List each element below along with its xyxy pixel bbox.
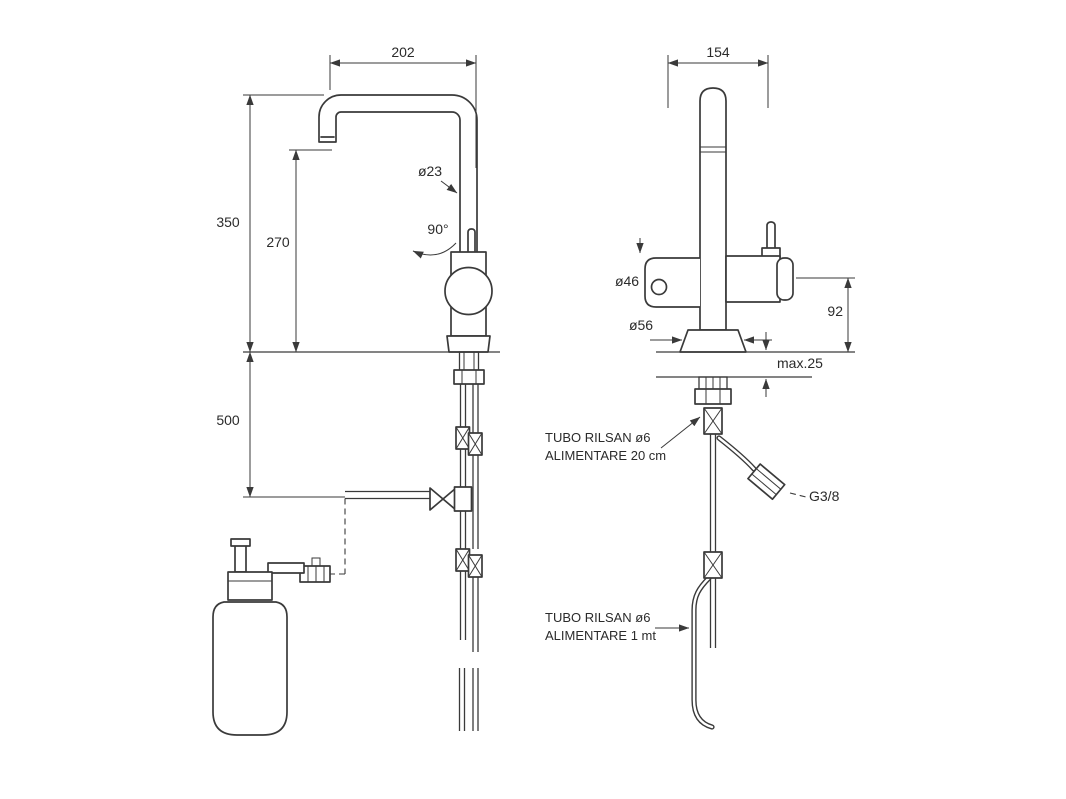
faucet-front-view: 202 350 270 500 ø23 90° [212,44,500,736]
angle-90-label: 90° [427,221,448,237]
thread-callout: G3/8 [789,488,840,504]
tube-long-label-2: ALIMENTARE 1 mt [545,628,656,643]
tube-fitting [703,407,723,435]
dia-56-label: ø56 [629,317,653,333]
dim-500-label: 500 [216,412,240,428]
tube-fitting [455,548,471,572]
base-flange-side [679,329,747,353]
dia-23-label: ø23 [418,163,442,179]
dim-handle-height: 92 [796,277,855,353]
dim-depth: 154 [667,44,769,108]
mixer-housing-side [725,255,781,303]
swivel-angle-callout: 90° [412,221,457,259]
water-filter-unit [212,538,331,736]
shutoff-valve-assembly [345,486,473,512]
tube-fitting [467,432,483,456]
tube-fitting [455,426,471,450]
spout-outline [318,94,478,253]
base-flange-front [446,335,491,353]
filter-head [227,571,273,601]
mounting-shank-side [694,376,732,405]
dim-270-label: 270 [266,234,290,250]
counter-thickness-callout: max.25 [762,332,823,397]
tube-short-label-2: ALIMENTARE 20 cm [545,448,666,463]
filter-head-tube [234,543,247,573]
tube-long-label-1: TUBO RILSAN ø6 [545,610,650,625]
mounting-shank-front [453,351,485,385]
g38-connector [747,463,786,501]
faucet-side-view: 154 ø46 92 ø56 [545,44,855,730]
dim-under-counter: 500 [216,351,345,498]
max25-label: max.25 [777,355,823,371]
filter-bracket [267,562,305,574]
valve-symbol [429,487,444,511]
tube-short-callout: TUBO RILSAN ø6 ALIMENTARE 20 cm [545,416,701,463]
filter-cartridge [212,601,288,736]
tube-fitting [467,554,483,578]
dispenser-button [650,278,668,296]
mixer-end-cap [776,257,794,301]
dia-46-label: ø46 [615,273,639,289]
tube-20cm [716,435,757,472]
tube-long-callout: TUBO RILSAN ø6 ALIMENTARE 1 mt [545,610,690,643]
tube-stub [472,668,479,731]
spout-diameter-callout: ø23 [418,163,458,194]
g38-label: G3/8 [809,488,840,504]
filter-head-cap [230,538,251,547]
dim-spout-height: 270 [266,149,332,353]
control-knob [444,266,493,316]
riser-tube-side [699,87,727,331]
filter-connection-dashed [326,498,346,575]
dim-92-label: 92 [827,303,843,319]
tube-stub [458,668,466,731]
dim-154-label: 154 [706,44,730,60]
dim-202-label: 202 [391,44,415,60]
valve-coupler [453,486,473,512]
dim-350-label: 350 [216,214,240,230]
body-diameter-callout: ø46 [615,238,644,289]
dim-spout-reach: 202 [329,44,477,168]
tube-short-label-1: TUBO RILSAN ø6 [545,430,650,445]
dim-total-height: 350 [216,94,324,353]
supply-tubes-front [455,384,483,731]
tube-1mt [691,575,717,730]
tube-fitting [703,551,723,579]
